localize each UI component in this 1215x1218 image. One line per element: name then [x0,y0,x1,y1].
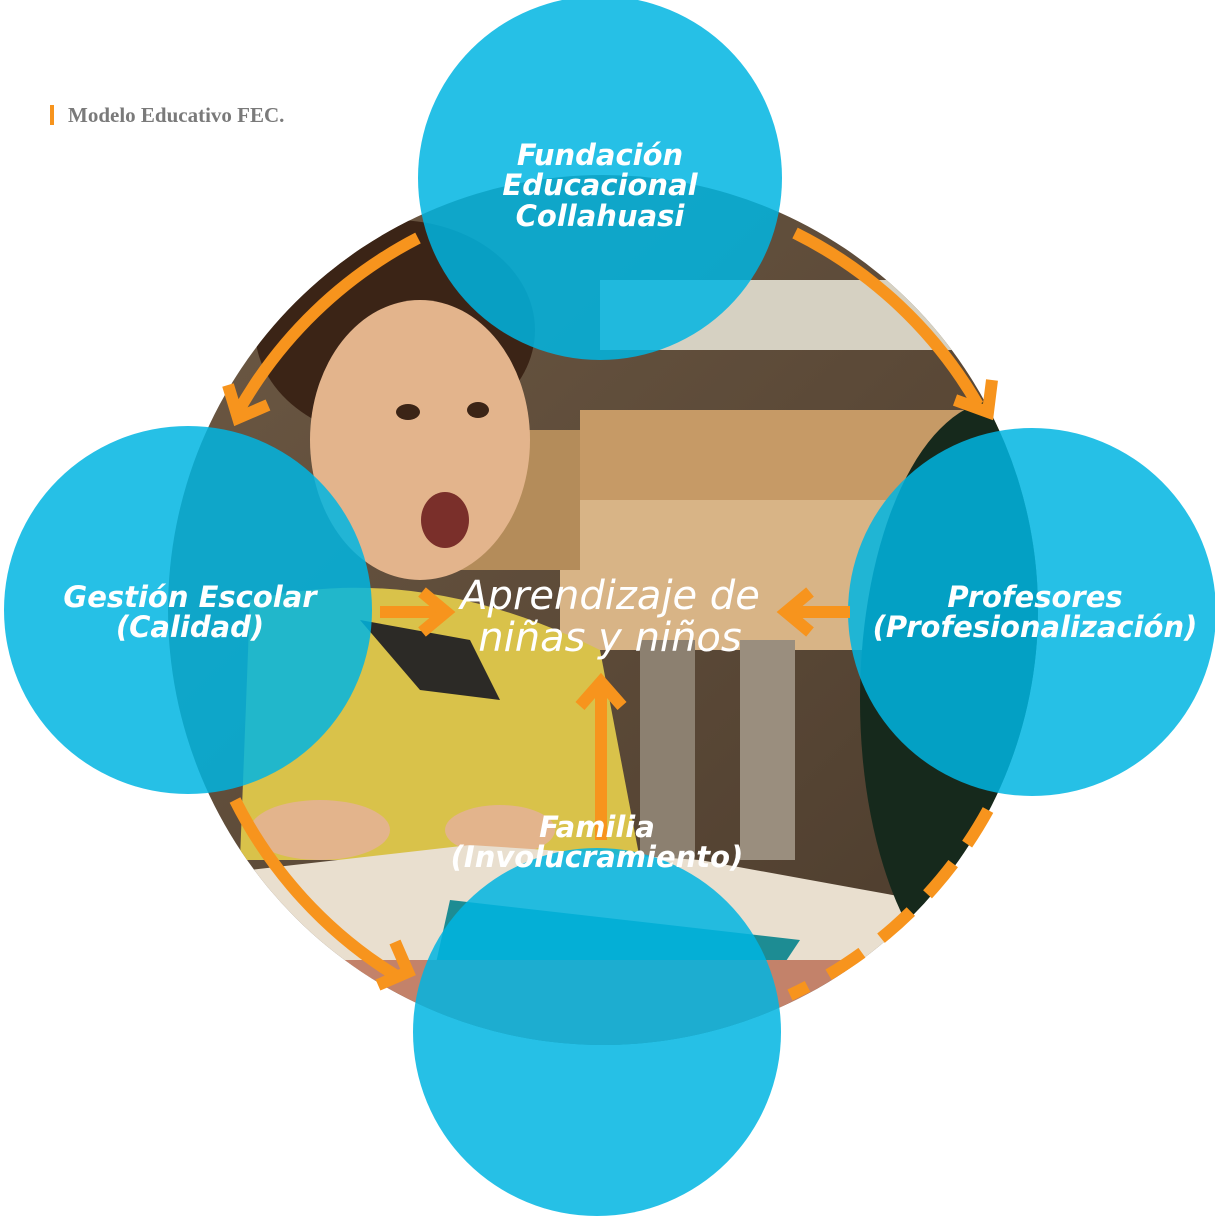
page-title: Modelo Educativo FEC. [50,100,284,130]
label-left: Gestión Escolar (Calidad) [63,580,317,645]
label-bottom: Familia (Involucramiento) [450,810,744,875]
circle-left [4,426,372,794]
label-top: Fundación Educacional Collahuasi [502,138,698,233]
label-right: Profesores (Profesionalización) [872,580,1198,645]
circle-bottom [413,848,781,1216]
label-center: Aprendizaje de niñas y niños [460,573,760,661]
arc-left-bottom [229,797,399,981]
arrow-left-to-center-head [418,587,456,637]
arrow-right-to-center-head [776,587,814,637]
node-circles [4,0,1215,1216]
title-accent-bar [50,105,54,125]
arc-top-left [232,232,421,415]
arrowhead-to-bottom [375,939,416,991]
arc-top-right [792,227,984,409]
arrowhead-to-right [952,379,998,421]
arrow-bottom-to-center-head [575,672,627,710]
circle-top [418,0,782,360]
circle-right [848,428,1215,796]
arc-right-bottom-dashed [787,807,994,1001]
title-text: Modelo Educativo FEC. [68,102,285,127]
arrowhead-to-left [222,383,271,427]
